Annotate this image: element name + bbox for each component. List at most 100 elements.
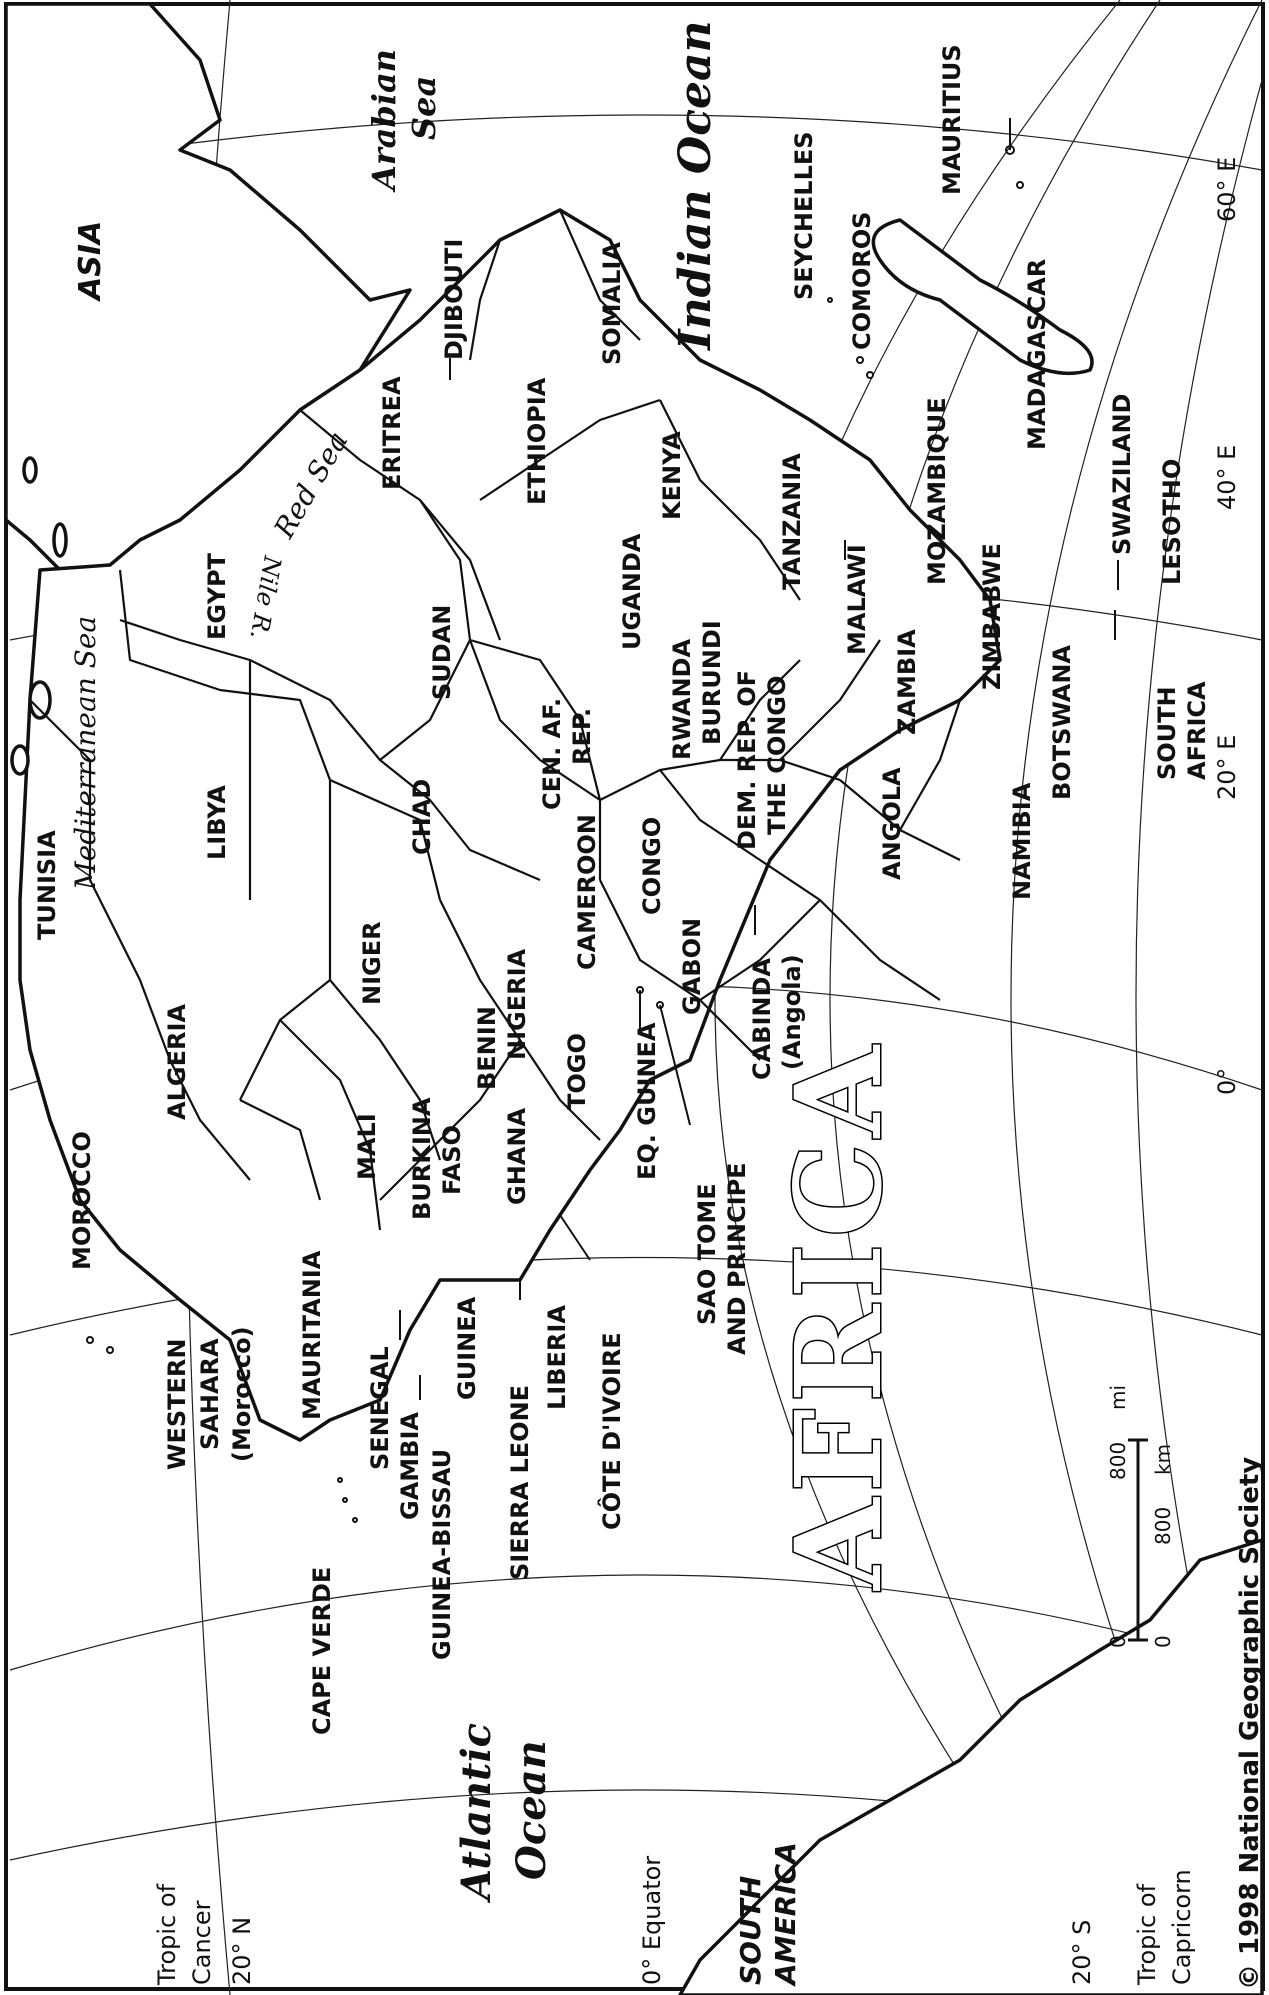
label-chad: CHAD: [408, 779, 436, 855]
label-egypt: EGYPT: [203, 552, 231, 640]
label-congo: CONGO: [638, 817, 666, 915]
label-zimbabwe: ZIMBABWE: [978, 543, 1006, 690]
label-uganda: UGANDA: [618, 533, 646, 650]
tropic-capricorn-line1: Tropic of: [1133, 1883, 1161, 1986]
label-madagascar: MADAGASCAR: [1023, 259, 1051, 450]
label-morocco: MOROCCO: [68, 1131, 96, 1270]
label-burkina-2: FASO: [438, 1125, 466, 1195]
country-labels: MOROCCO WESTERN SAHARA (Morocco) ALGERIA…: [33, 44, 1211, 1735]
label-drc-1: DEM. REP. OF: [733, 670, 761, 850]
cape-verde-dot-1: [337, 1477, 343, 1483]
africa-landmass: [18, 208, 1002, 1442]
label-namibia: NAMIBIA: [1008, 782, 1036, 900]
atlantic-ocean-line2: Ocean: [508, 1740, 555, 1880]
label-sao-tome-2: AND PRINCIPE: [723, 1162, 751, 1355]
label-burkina-1: BURKINA: [408, 1097, 436, 1220]
asia-label: ASIA: [73, 221, 108, 302]
label-comoros: COMOROS: [848, 212, 876, 350]
parallel-20s: [9, 1574, 1263, 1671]
label-angola: ANGOLA: [878, 767, 906, 880]
cape-verde-dot-3: [352, 1517, 358, 1523]
tropic-cancer-line2: Cancer: [188, 1900, 216, 1985]
atlantic-ocean-line1: Atlantic: [453, 1723, 500, 1904]
scale-mi-unit: mi: [1106, 1385, 1130, 1410]
country-borders: [29, 209, 962, 1231]
label-mauritius: MAURITIUS: [938, 44, 966, 195]
comoros-dot-1: [856, 356, 864, 364]
label-swaziland: SWAZILAND: [1108, 394, 1136, 555]
label-togo: TOGO: [563, 1033, 591, 1110]
label-western-sahara-2: SAHARA: [196, 1338, 224, 1450]
lat-20s-label: 20° S: [1068, 1920, 1096, 1985]
canary-dot-2: [106, 1346, 114, 1354]
label-seychelles: SEYCHELLES: [790, 131, 818, 300]
tropic-cancer-line1: Tropic of: [153, 1883, 181, 1986]
label-ghana: GHANA: [503, 1108, 531, 1205]
label-tunisia: TUNISIA: [33, 830, 61, 940]
label-mali: MALI: [353, 1113, 381, 1180]
label-western-sahara-3: (Morocco): [228, 1326, 256, 1462]
scale-bar: 0 800 mi 0 800 km: [1106, 1385, 1175, 1648]
label-cabinda-2: (Angola): [778, 954, 806, 1070]
lon-20e-label: 20° E: [1213, 735, 1241, 800]
lon-0-label: 0°: [1213, 1068, 1241, 1095]
sicily: [28, 680, 52, 720]
label-somalia: SOMALIA: [598, 242, 626, 365]
label-south-africa-1: SOUTH: [1153, 686, 1181, 780]
arabian-sea-line2: Sea: [405, 76, 443, 140]
label-ethiopia: ETHIOPIA: [523, 377, 551, 505]
label-kenya: KENYA: [658, 431, 686, 520]
reunion-dot: [1016, 181, 1024, 189]
leader-lines: [399, 118, 1119, 1400]
label-cameroon: CAMEROON: [573, 814, 601, 970]
label-malawi: MALAWI: [843, 544, 871, 655]
label-cabinda-1: CABINDA: [748, 958, 776, 1080]
scale-km-zero: 0: [1151, 1635, 1175, 1648]
label-guinea-bissau: GUINEA-BISSAU: [428, 1449, 456, 1660]
south-america-line2: AMERICA: [769, 1842, 802, 1987]
label-lesotho: LESOTHO: [1158, 459, 1186, 585]
scale-km-unit: km: [1151, 1444, 1175, 1475]
label-benin: BENIN: [473, 1006, 501, 1090]
sardinia: [10, 744, 30, 776]
scale-km-value: 800: [1151, 1507, 1175, 1545]
label-eq-guinea: EQ. GUINEA: [633, 1022, 661, 1180]
lon-60e-label: 60° E: [1213, 157, 1241, 222]
label-cen-af-2: REP.: [568, 708, 596, 765]
cyprus: [22, 456, 38, 484]
mediterranean-sea-label: Mediterranean Sea: [69, 616, 102, 891]
label-niger: NIGER: [358, 921, 386, 1005]
label-djibouti: DJIBOUTI: [440, 239, 468, 360]
label-cen-af-1: CEN. AF.: [538, 698, 566, 810]
label-botswana: BOTSWANA: [1048, 645, 1076, 800]
seychelles-dot: [827, 297, 833, 303]
label-south-africa-2: AFRICA: [1183, 681, 1211, 780]
label-senegal: SENEGAL: [366, 1346, 394, 1470]
label-gabon: GABON: [678, 918, 706, 1015]
label-mozambique: MOZAMBIQUE: [923, 397, 951, 585]
scale-mi-zero: 0: [1106, 1635, 1130, 1648]
south-america-line1: SOUTH: [734, 1876, 767, 1985]
label-rwanda: RWANDA: [668, 639, 696, 760]
label-cote-divoire: CÔTE D'IVOIRE: [596, 1332, 626, 1530]
label-gambia: GAMBIA: [396, 1412, 424, 1520]
label-eritrea: ERITREA: [378, 376, 406, 490]
landmasses: [4, 2, 1264, 1995]
label-zambia: ZAMBIA: [893, 629, 921, 735]
canary-dot-1: [86, 1336, 94, 1344]
label-drc-2: THE CONGO: [763, 676, 791, 835]
label-sierra-leone: SIERRA LEONE: [506, 1385, 534, 1580]
label-nigeria: NIGERIA: [503, 948, 531, 1060]
label-western-sahara-1: WESTERN: [163, 1339, 191, 1470]
label-libya: LIBYA: [203, 785, 231, 860]
comoros-dot-2: [866, 371, 874, 379]
graticule-labels: 0° 20° E 40° E 60° E 20° N 20° S Tropic …: [153, 157, 1241, 1986]
indian-ocean-label: Indian Ocean: [670, 21, 721, 352]
label-sudan: SUDAN: [428, 605, 456, 700]
cape-verde-dot-2: [342, 1497, 348, 1503]
meridian-0: [714, 0, 1121, 1995]
madagascar: [871, 218, 1094, 376]
label-mauritania: MAURITANIA: [298, 1250, 326, 1420]
label-algeria: ALGERIA: [163, 1004, 191, 1120]
